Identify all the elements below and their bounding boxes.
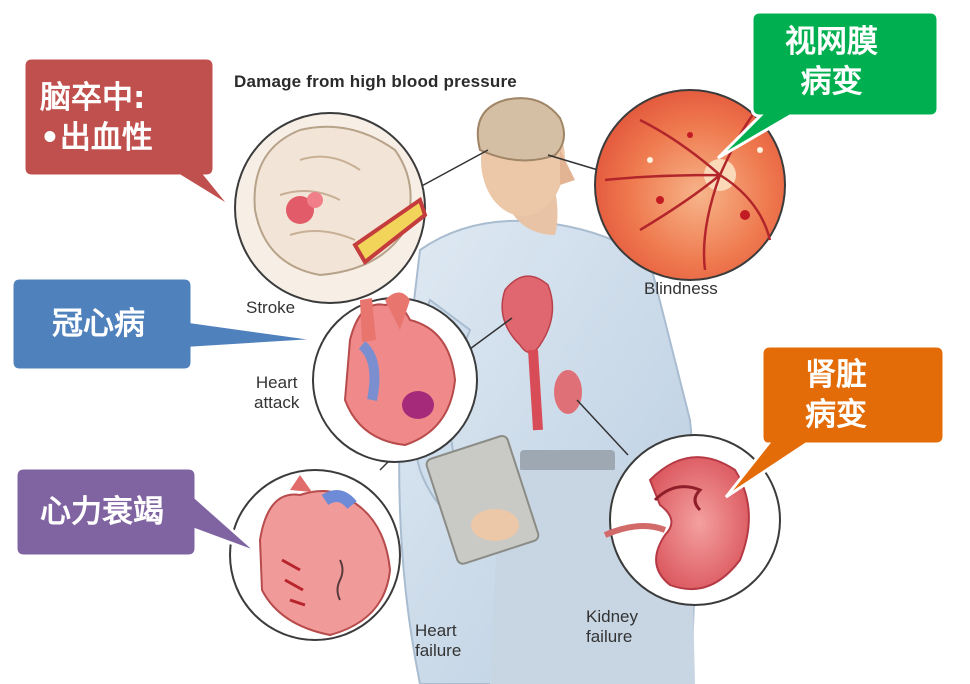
heart-attack-circle bbox=[312, 292, 478, 463]
retinopathy-callout-line1: 视网膜 bbox=[785, 24, 878, 60]
kidney-callout-text: 肾脏 病变 bbox=[805, 355, 867, 435]
figure-title: Damage from high blood pressure bbox=[234, 72, 517, 91]
heart-failure-callout-text: 心力衰竭 bbox=[40, 494, 164, 530]
heart-failure-label-line1: Heart bbox=[415, 621, 457, 640]
man-figure bbox=[398, 97, 696, 684]
stroke-callout-line2: •出血性 bbox=[40, 120, 153, 156]
brain-circle bbox=[234, 112, 428, 304]
heart-failure-label-line2: failure bbox=[415, 641, 462, 660]
retinopathy-callout-text: 视网膜 病变 bbox=[785, 22, 878, 102]
kidney-circle bbox=[603, 434, 781, 606]
kidney-failure-label-line2: failure bbox=[586, 627, 633, 646]
kidney-callout-line1: 肾脏 bbox=[805, 357, 867, 393]
hand-shape bbox=[471, 509, 519, 541]
heart-attack-label: Heart attack bbox=[254, 373, 299, 413]
nose-shape bbox=[560, 150, 575, 185]
stroke-callout-text: 脑卒中: •出血性 bbox=[40, 78, 153, 158]
heart-failure-circle bbox=[229, 469, 401, 641]
belt-shape bbox=[520, 450, 615, 472]
body-kidney-shape bbox=[554, 370, 582, 414]
retinopathy-callout-box bbox=[716, 10, 940, 160]
heart-attack-label-line2: attack bbox=[254, 393, 300, 412]
coronary-callout-box bbox=[10, 276, 323, 372]
heart-attack-label-line1: Heart bbox=[255, 373, 298, 392]
stroke-label: Stroke bbox=[246, 298, 296, 317]
stroke-callout-box bbox=[22, 56, 234, 210]
heart-failure-callout-box bbox=[14, 466, 259, 558]
blindness-label: Blindness bbox=[644, 279, 718, 298]
coronary-callout-text: 冠心病 bbox=[52, 306, 145, 342]
kidney-callout-line2: 病变 bbox=[805, 397, 867, 433]
kidney-failure-label-line1: Kidney bbox=[586, 607, 638, 626]
retinopathy-callout-line2: 病变 bbox=[800, 64, 863, 100]
kidney-callout-box bbox=[724, 344, 946, 499]
stroke-callout-line1: 脑卒中: bbox=[40, 80, 146, 116]
chest-heart-shape bbox=[501, 275, 554, 354]
aorta-shape bbox=[528, 349, 543, 431]
kidney-failure-label: Kidney failure bbox=[586, 607, 638, 647]
brain-shape bbox=[476, 97, 565, 162]
heart-failure-label: Heart failure bbox=[415, 621, 461, 661]
